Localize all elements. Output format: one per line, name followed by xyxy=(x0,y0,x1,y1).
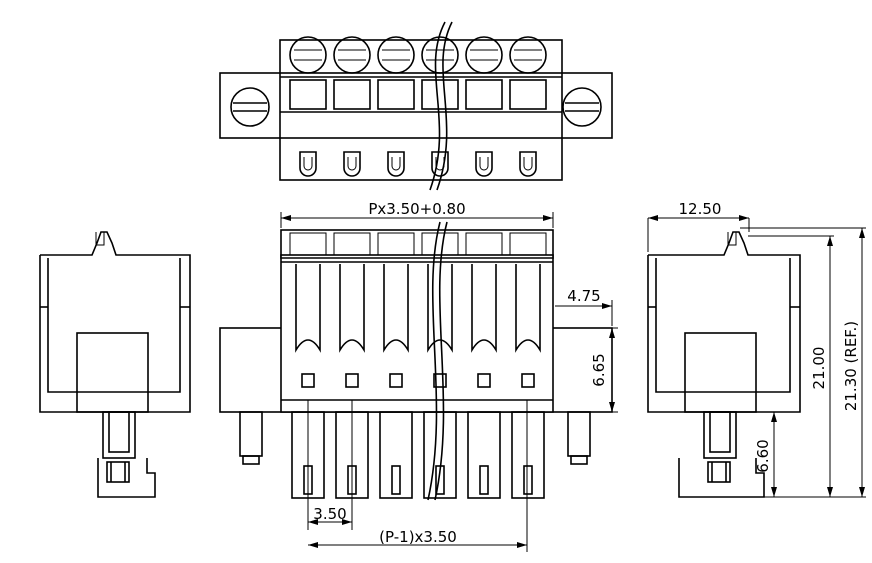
contact-column xyxy=(427,264,453,388)
top-cap-window xyxy=(333,232,371,256)
wire-entry xyxy=(465,79,503,110)
top-cap-window xyxy=(421,232,459,256)
pin-leg xyxy=(423,411,457,499)
wire-entry xyxy=(333,79,371,110)
screw-hole xyxy=(465,36,503,74)
contact-column xyxy=(295,264,321,388)
front-contact-columns xyxy=(289,232,547,388)
pin-cutouts-row xyxy=(299,151,537,177)
front-body xyxy=(280,254,554,413)
dim-flange-height: 6.65 xyxy=(590,353,608,386)
contact-column xyxy=(515,264,541,388)
front-view xyxy=(219,221,613,501)
wire-entry-row xyxy=(289,79,547,110)
front-pins-row xyxy=(291,411,545,499)
top-view xyxy=(219,21,613,191)
dim-side-depth: 12.50 xyxy=(679,200,722,218)
wire-entry xyxy=(377,79,415,110)
top-cap-window xyxy=(377,232,415,256)
dim-overall-width: Px3.50+0.80 xyxy=(368,200,465,218)
pin-cutout xyxy=(343,151,361,177)
screw-hole xyxy=(289,36,327,74)
flange-screw-right xyxy=(562,87,602,127)
pin-cutout xyxy=(299,151,317,177)
dim-height: 21.00 xyxy=(810,347,828,390)
pin-leg xyxy=(467,411,501,499)
flange-screw-left xyxy=(230,87,270,127)
screw-hole xyxy=(377,36,415,74)
screw-hole xyxy=(509,36,547,74)
top-cap-window xyxy=(289,232,327,256)
front-top-bar xyxy=(280,229,554,259)
mount-post-right xyxy=(567,411,591,465)
pin-cutout xyxy=(519,151,537,177)
screw-hole xyxy=(421,36,459,74)
right-side-view xyxy=(647,231,801,498)
dim-pitch: 3.50 xyxy=(313,505,346,523)
mount-post-left xyxy=(239,411,263,465)
pin-cutout xyxy=(387,151,405,177)
dimension-lines xyxy=(280,212,866,552)
screw-holes-row xyxy=(289,36,547,74)
top-cap-window xyxy=(509,232,547,256)
wire-entry xyxy=(509,79,547,110)
top-view-body xyxy=(279,39,563,181)
pin-cutout xyxy=(475,151,493,177)
contact-column xyxy=(471,264,497,388)
dim-flange-offset: 4.75 xyxy=(567,287,600,305)
dim-pin-length: 6.60 xyxy=(754,439,772,472)
dim-pitch-span: (P-1)x3.50 xyxy=(379,528,457,546)
pin-leg xyxy=(379,411,413,499)
wire-entry xyxy=(289,79,327,110)
contact-column xyxy=(383,264,409,388)
dim-height-ref: 21.30 (REF.) xyxy=(842,321,860,411)
contact-column xyxy=(339,264,365,388)
left-side-view xyxy=(39,231,191,498)
top-view-flange xyxy=(219,72,613,139)
top-cap-window xyxy=(465,232,503,256)
screw-hole xyxy=(333,36,371,74)
pin-leg xyxy=(511,411,545,499)
wire-entry xyxy=(421,79,459,110)
